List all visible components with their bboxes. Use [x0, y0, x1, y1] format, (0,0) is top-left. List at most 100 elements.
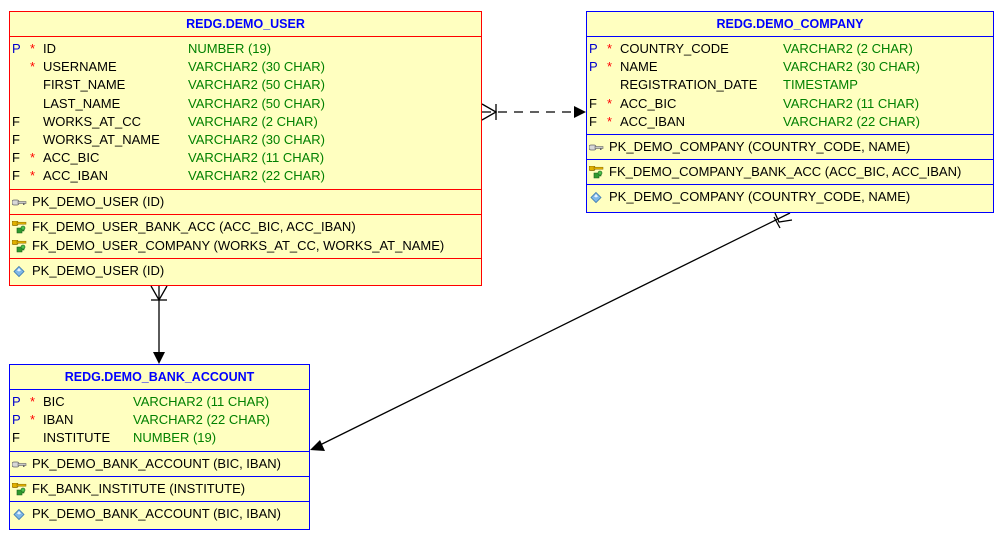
arrow-head-icon — [310, 440, 325, 451]
column-row[interactable]: F * ACC_IBAN VARCHAR2 (22 CHAR) — [10, 167, 481, 185]
primary-key-section: PK_DEMO_USER (ID) — [10, 190, 481, 214]
key-flag: F — [12, 168, 20, 184]
key-flag: F — [12, 150, 20, 166]
column-name: LAST_NAME — [43, 95, 121, 111]
key-flag: P — [12, 41, 21, 56]
constraint-row[interactable]: PK_DEMO_COMPANY (COUNTRY_CODE, NAME) — [587, 187, 993, 206]
constraint-row[interactable]: PK_DEMO_BANK_ACCOUNT (BIC, IBAN) — [10, 454, 309, 473]
column-type: VARCHAR2 (22 CHAR) — [188, 168, 326, 184]
relationship-user-bank-account[interactable] — [150, 285, 168, 364]
constraint-row[interactable]: PK_DEMO_BANK_ACCOUNT (BIC, IBAN) — [10, 504, 309, 523]
column-name: USERNAME — [43, 59, 117, 75]
column-type: VARCHAR2 (22 CHAR) — [783, 113, 921, 129]
index-section: PK_DEMO_COMPANY (COUNTRY_CODE, NAME) — [587, 185, 993, 209]
constraint-text: FK_BANK_INSTITUTE (INSTITUTE) — [32, 480, 246, 496]
required-marker: * — [30, 412, 36, 428]
column-name: COUNTRY_CODE — [620, 41, 729, 56]
key-flag: F — [12, 430, 20, 446]
primary-key-icon — [11, 195, 27, 208]
column-type: VARCHAR2 (30 CHAR) — [783, 59, 921, 75]
column-row[interactable]: F WORKS_AT_CC VARCHAR2 (2 CHAR) — [10, 113, 481, 131]
foreign-key-section: FK_DEMO_USER_BANK_ACC (ACC_BIC, ACC_IBAN… — [10, 215, 481, 258]
column-type: VARCHAR2 (30 CHAR) — [188, 131, 326, 147]
column-type: VARCHAR2 (11 CHAR) — [783, 95, 920, 111]
required-marker: * — [607, 113, 613, 129]
column-type: VARCHAR2 (2 CHAR) — [188, 113, 318, 129]
column-type: VARCHAR2 (50 CHAR) — [188, 77, 326, 93]
primary-key-section: PK_DEMO_BANK_ACCOUNT (BIC, IBAN) — [10, 452, 309, 476]
constraint-row[interactable]: PK_DEMO_USER (ID) — [10, 192, 481, 211]
constraint-text: PK_DEMO_USER (ID) — [32, 193, 165, 209]
key-flag: F — [589, 113, 597, 129]
primary-key-icon — [11, 457, 27, 470]
key-flag: F — [12, 113, 20, 129]
column-name: BIC — [43, 394, 65, 409]
required-marker: * — [30, 59, 36, 75]
column-name: INSTITUTE — [43, 430, 111, 446]
table-demo-company[interactable]: REDG.DEMO_COMPANY P * COUNTRY_CODE VARCHAR2… — [586, 11, 994, 213]
constraint-text: FK_DEMO_USER_BANK_ACC (ACC_BIC, ACC_IBAN… — [32, 218, 356, 234]
constraint-text: PK_DEMO_USER (ID) — [32, 262, 165, 278]
column-name: ACC_IBAN — [43, 168, 109, 184]
constraint-row[interactable]: FK_DEMO_COMPANY_BANK_ACC (ACC_BIC, ACC_I… — [587, 162, 993, 181]
foreign-key-section: FK_DEMO_COMPANY_BANK_ACC (ACC_BIC, ACC_I… — [587, 160, 993, 184]
key-flag: P — [12, 412, 21, 428]
foreign-key-icon — [11, 239, 27, 252]
column-type: NUMBER (19) — [188, 41, 272, 56]
required-marker: * — [30, 394, 36, 409]
key-flag: P — [589, 59, 598, 75]
index-section: PK_DEMO_USER (ID) — [10, 259, 481, 283]
constraint-text: FK_DEMO_COMPANY_BANK_ACC (ACC_BIC, ACC_I… — [609, 163, 962, 179]
constraint-text: FK_DEMO_USER_COMPANY (WORKS_AT_CC, WORKS… — [32, 237, 445, 253]
required-marker: * — [607, 41, 613, 56]
crowfoot-many-icon — [774, 212, 793, 223]
key-flag: F — [12, 131, 20, 147]
constraint-row[interactable]: FK_DEMO_USER_BANK_ACC (ACC_BIC, ACC_IBAN… — [10, 217, 481, 236]
required-marker: * — [30, 150, 36, 166]
column-name: WORKS_AT_CC — [43, 113, 141, 129]
column-row[interactable]: F WORKS_AT_NAME VARCHAR2 (30 CHAR) — [10, 131, 481, 149]
column-row[interactable]: F * ACC_IBAN VARCHAR2 (22 CHAR) — [587, 113, 993, 131]
foreign-key-icon — [11, 220, 27, 233]
constraint-row[interactable]: FK_DEMO_USER_COMPANY (WORKS_AT_CC, WORKS… — [10, 236, 481, 255]
column-name: ACC_IBAN — [620, 113, 686, 129]
constraint-text: PK_DEMO_COMPANY (COUNTRY_CODE, NAME) — [609, 188, 911, 204]
constraint-row[interactable]: PK_DEMO_COMPANY (COUNTRY_CODE, NAME) — [587, 137, 993, 156]
relationship-company-bank-account[interactable] — [310, 212, 793, 451]
arrow-head-icon — [574, 106, 586, 118]
key-flag: P — [589, 41, 598, 56]
relationship-user-company[interactable] — [481, 103, 586, 121]
constraint-text: PK_DEMO_BANK_ACCOUNT (BIC, IBAN) — [32, 455, 281, 471]
required-marker: * — [30, 168, 36, 184]
relationship-line — [317, 212, 791, 447]
column-name: ACC_BIC — [43, 150, 100, 166]
key-flag: P — [12, 394, 21, 409]
table-title: REDG.DEMO_COMPANY — [716, 17, 864, 31]
column-type: TIMESTAMP — [783, 77, 858, 93]
foreign-key-icon — [11, 482, 27, 495]
column-name: WORKS_AT_NAME — [43, 131, 160, 147]
index-section: PK_DEMO_BANK_ACCOUNT (BIC, IBAN) — [10, 502, 309, 526]
constraint-row[interactable]: FK_BANK_INSTITUTE (INSTITUTE) — [10, 479, 309, 498]
column-type: VARCHAR2 (22 CHAR) — [133, 412, 271, 428]
foreign-key-icon — [588, 165, 604, 179]
required-marker: * — [607, 59, 613, 75]
constraint-row[interactable]: PK_DEMO_USER (ID) — [10, 261, 481, 280]
